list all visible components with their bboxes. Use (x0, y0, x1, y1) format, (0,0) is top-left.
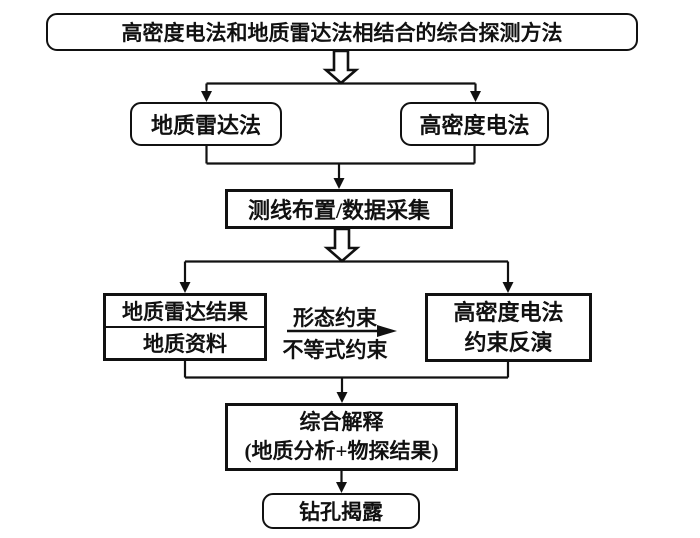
arrowhead-interp (336, 392, 348, 403)
interpretation-label-line2: (地质分析+物探结果) (244, 439, 439, 463)
radar-method-box: 地质雷达法 (130, 102, 282, 146)
inversion-box: 高密度电法 约束反演 (425, 293, 592, 362)
arrowhead-results (179, 282, 191, 293)
electric-method-box: 高密度电法 (400, 102, 549, 146)
interpretation-box: 综合解释 (地质分析+物探结果) (225, 403, 458, 471)
drill-box: 钻孔揭露 (262, 493, 420, 529)
constraint-arrowhead (377, 325, 397, 337)
inequality-constraint-label: 不等式约束 (282, 338, 388, 362)
merge-line-methods (205, 145, 476, 180)
merge-line-results (183, 360, 510, 394)
arrowhead-survey (333, 178, 345, 189)
title-box-label: 高密度电法和地质雷达法相结合的综合探测方法 (121, 21, 563, 45)
radar-result-box: 地质雷达结果 地质资料 (103, 293, 267, 361)
drill-box-label: 钻孔揭露 (299, 500, 383, 524)
radar-result-label: 地质雷达结果 (122, 300, 248, 324)
radar-result-cell: 地质雷达结果 (106, 296, 264, 326)
arrowhead-drill (336, 482, 347, 493)
electric-method-label: 高密度电法 (419, 113, 530, 138)
title-box: 高密度电法和地质雷达法相结合的综合探测方法 (46, 13, 638, 51)
radar-method-label: 地质雷达法 (150, 113, 261, 138)
arrowhead-radar (201, 91, 212, 102)
survey-box: 测线布置/数据采集 (225, 189, 453, 229)
arrowhead-electric (470, 91, 481, 102)
geology-data-label: 地质资料 (143, 332, 227, 356)
block-arrow-mid-icon (323, 227, 361, 263)
shape-constraint-label: 形态约束 (293, 306, 377, 330)
inversion-label-line2: 约束反演 (464, 329, 553, 355)
arrowhead-inversion (502, 282, 514, 293)
block-arrow-top-icon (322, 49, 360, 85)
survey-box-label: 测线布置/数据采集 (247, 198, 431, 223)
inversion-label-line1: 高密度电法 (453, 299, 564, 325)
geology-data-cell: 地质资料 (106, 326, 264, 358)
interpretation-label-line1: 综合解释 (299, 410, 384, 434)
